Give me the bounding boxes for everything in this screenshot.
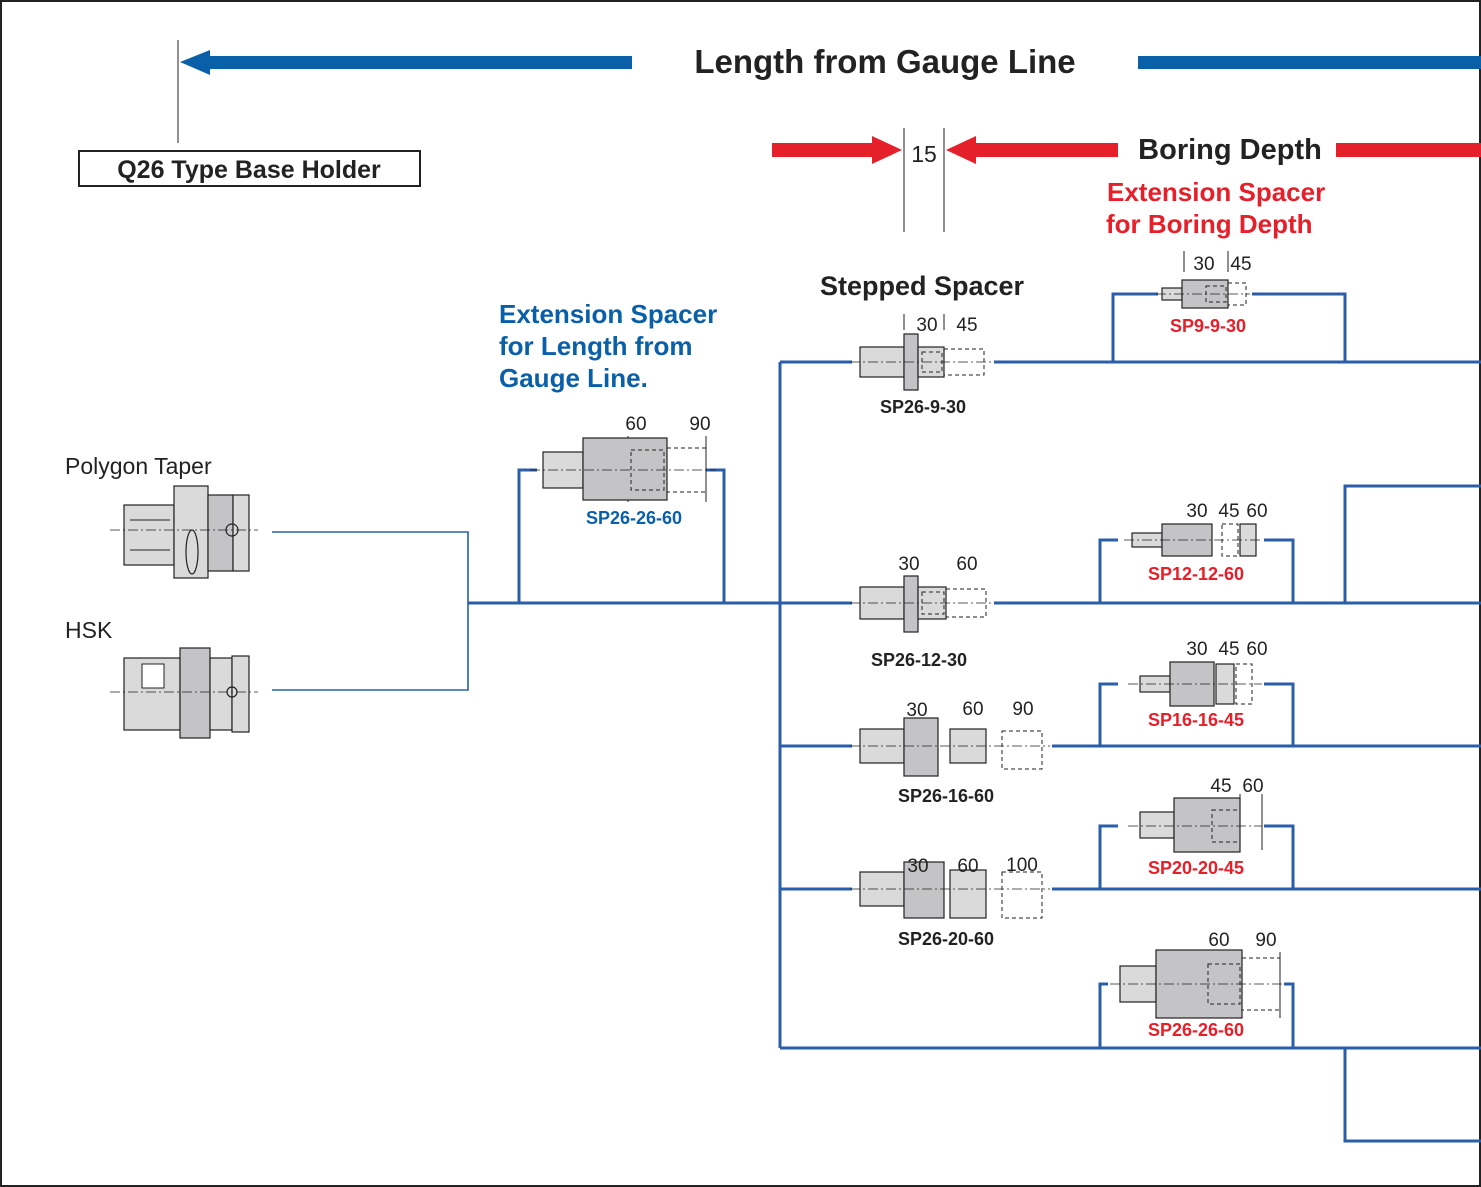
boring-depth-title: Boring Depth [1138,134,1322,166]
boring-9-dim-45: 45 [1230,254,1251,275]
boring-depth-arrow: 15 Boring Depth [772,128,1481,232]
stepped-spacer-label: Stepped Spacer [820,271,1025,301]
hsk-holder [110,647,258,739]
base-holder-box: Q26 Type Base Holder [78,150,421,187]
boring-spacer-26 [1110,949,1284,1019]
gauge-arrow-right-bar [1138,56,1481,69]
ext-boring-label: Extension Spacer for Boring Depth [1106,177,1332,239]
stepped-16-dim-90: 90 [1012,699,1033,720]
gauge-title: Length from Gauge Line [694,43,1075,80]
boring-spacer-20 [1128,794,1263,853]
boring-26-dim-60: 60 [1208,930,1229,951]
stepped-12-dim-60: 60 [956,554,977,575]
stepped-9-dim-30: 30 [916,315,937,336]
gauge-ext-spacer [530,436,716,502]
gauge-line-arrow: Length from Gauge Line [177,40,1481,143]
boring-12-code: SP12-12-60 [1148,564,1244,584]
boring-16-dim-30: 30 [1186,639,1207,660]
boring-9-dim-30: 30 [1193,254,1214,275]
base-holder-frame [78,150,421,187]
stepped-20-dim-30: 30 [907,856,928,877]
boring-16-dim-45: 45 [1218,639,1239,660]
stepped-16-code: SP26-16-60 [898,786,994,806]
holder-bracket [272,531,469,691]
stepped-16-dim-30: 30 [906,700,927,721]
stepped-9-code: SP26-9-30 [880,397,966,417]
stepped-12-dim-30: 30 [898,554,919,575]
stepped-20-code: SP26-20-60 [898,929,994,949]
red-arrow-left [946,136,1118,164]
stepped-20-dim-60: 60 [957,856,978,877]
boring-9-code: SP9-9-30 [1170,316,1246,336]
dim-15-label: 15 [911,141,937,167]
stepped-16-dim-60: 60 [962,699,983,720]
gauge-ext-dim-90: 90 [689,414,710,435]
stepped-12-code: SP26-12-30 [871,650,967,670]
gauge-ext-code: SP26-26-60 [586,508,682,528]
boring-12-dim-30: 30 [1186,501,1207,522]
stepped-20-dim-100: 100 [1006,855,1038,876]
boring-spacer-9 [1156,251,1250,309]
boring-spacer-16 [1128,661,1262,707]
main-wiring [468,292,1481,1143]
boring-spacer-12 [1124,523,1262,557]
red-arrow-right [772,136,902,164]
boring-20-dim-45: 45 [1210,776,1231,797]
ext-gauge-label: Extension Spacer for Length from Gauge L… [499,299,724,393]
boring-12-dim-60: 60 [1246,501,1267,522]
holder-label-hsk: HSK [65,617,113,643]
polygon-taper-holder [110,485,258,579]
red-bar-right [1336,143,1481,157]
gauge-ext-dim-60: 60 [625,414,646,435]
stepped-9-dim-45: 45 [956,315,977,336]
boring-26-code: SP26-26-60 [1148,1020,1244,1040]
stepped-spacer-12 [850,575,992,633]
boring-12-dim-45: 45 [1218,501,1239,522]
boring-16-code: SP16-16-45 [1148,710,1244,730]
stepped-spacer-20 [850,861,1050,919]
holder-label-polygon: Polygon Taper [65,453,212,479]
boring-20-code: SP20-20-45 [1148,858,1244,878]
gauge-arrow-left [180,50,632,75]
boring-20-dim-60: 60 [1242,776,1263,797]
boring-26-dim-90: 90 [1255,930,1276,951]
stepped-spacer-9 [850,314,992,391]
boring-16-dim-60: 60 [1246,639,1267,660]
stepped-spacer-16 [850,717,1050,777]
base-holder-title: Q26 Type Base Holder [117,156,381,184]
